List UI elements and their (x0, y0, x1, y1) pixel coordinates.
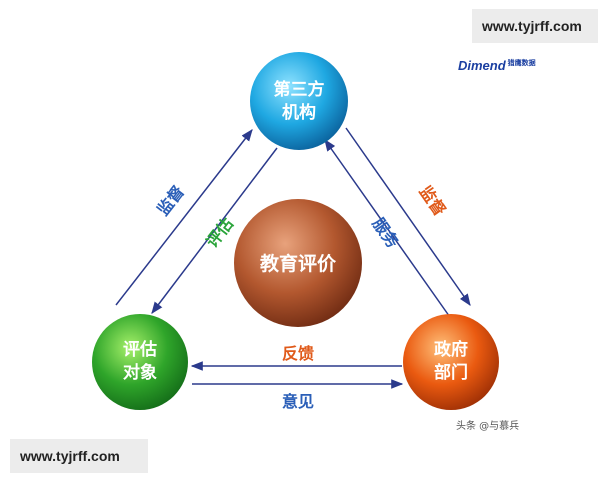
node-top-line2: 机构 (282, 102, 316, 123)
arrow-top-to-left (151, 147, 278, 314)
arrows (115, 127, 471, 389)
node-center-text: 教育评价 (260, 252, 337, 275)
arrow-left-to-top (115, 129, 253, 306)
node-right-line1: 政府 (434, 339, 468, 360)
node-third-party: 第三方 机构 (250, 52, 348, 150)
node-left-line1: 评估 (123, 339, 157, 360)
label-bottom-bottom: 意见 (282, 392, 314, 411)
label-right-inner: 服务 (369, 214, 403, 252)
watermark-top: www.tyjrff.com (472, 9, 598, 43)
watermark-bottom: www.tyjrff.com (10, 439, 148, 473)
label-left-inner: 评估 (202, 214, 237, 251)
label-left-outer: 监督 (153, 182, 188, 219)
node-evaluation-object: 评估 对象 (92, 314, 188, 410)
label-bottom-top: 反馈 (282, 344, 314, 363)
brand-sub: 猎鹰数据 (507, 60, 536, 67)
node-government: 政府 部门 (403, 314, 499, 410)
node-left-line2: 对象 (123, 362, 157, 383)
label-right-outer: 监督 (416, 182, 450, 219)
arrow-top-to-right (345, 127, 471, 306)
node-right-line2: 部门 (434, 362, 468, 383)
node-education-evaluation: 教育评价 (234, 199, 362, 327)
node-top-line1: 第三方 (274, 79, 325, 100)
brand-name: Dimend (458, 58, 506, 73)
credit-text: 头条 @与慕兵 (456, 421, 520, 432)
arrow-right-to-top (324, 139, 453, 321)
